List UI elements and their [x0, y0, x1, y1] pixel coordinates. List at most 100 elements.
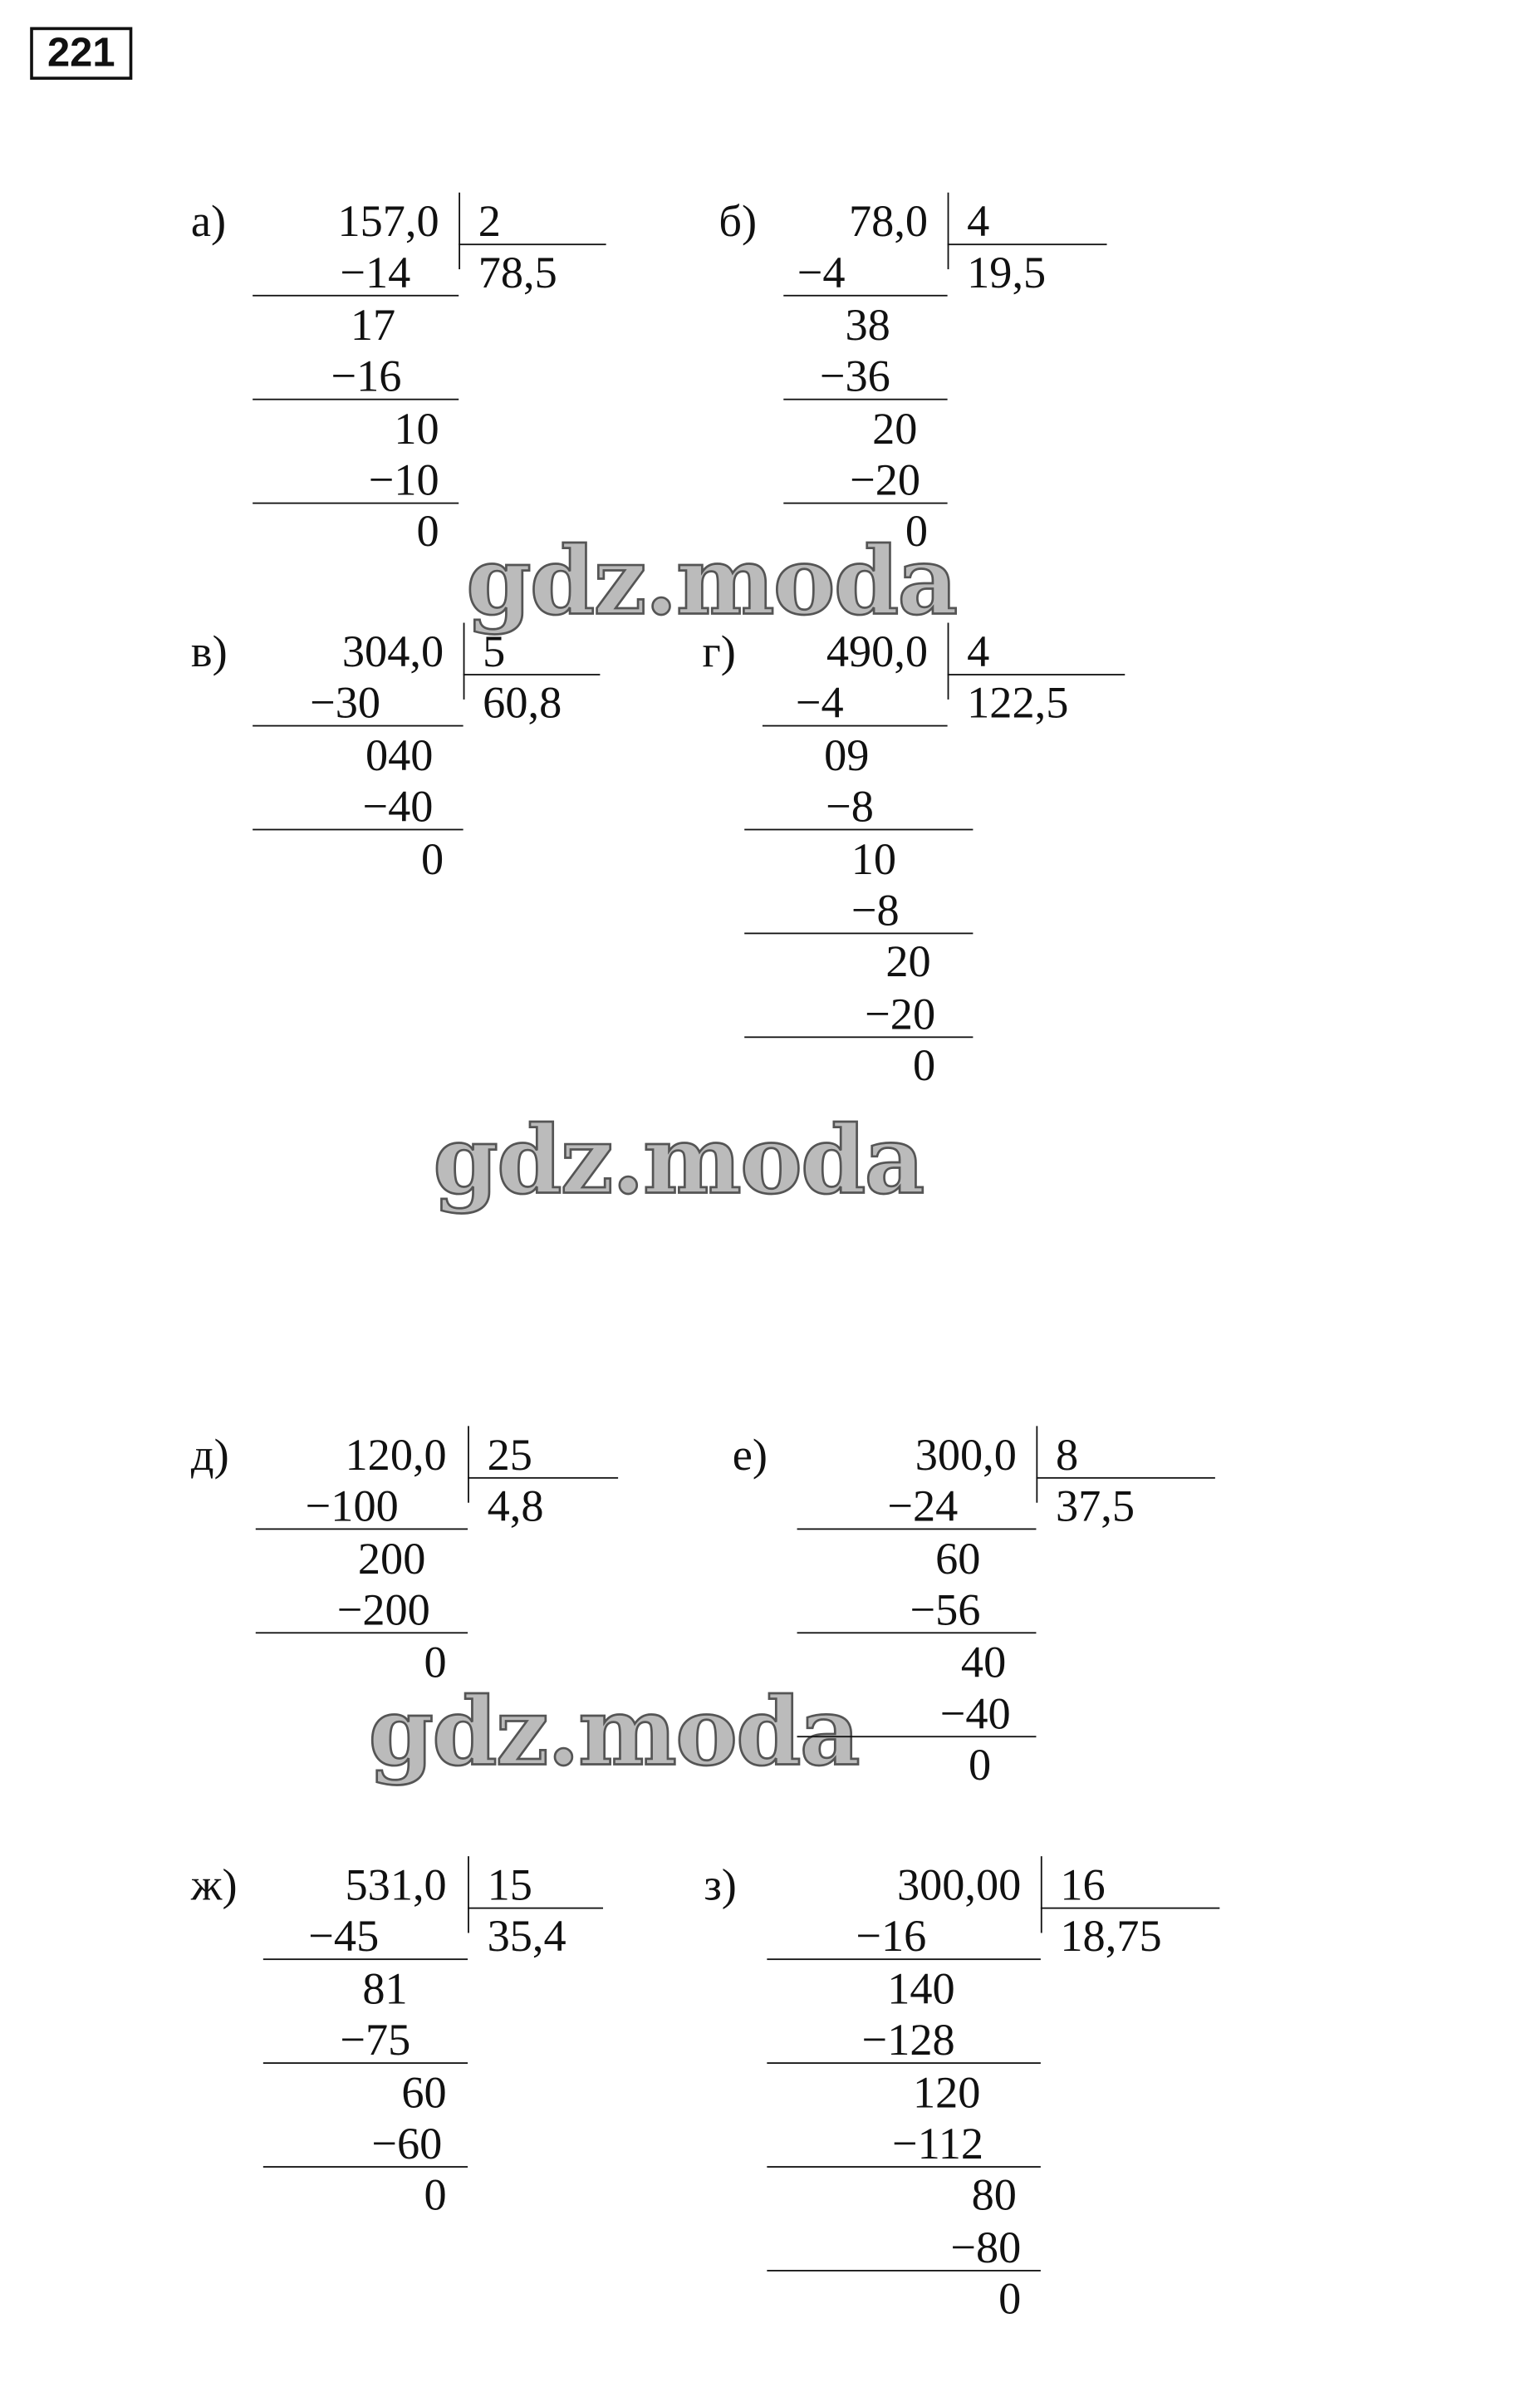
- watermark-logo: gdz.moda: [465, 525, 959, 637]
- step-value: −14: [340, 248, 411, 299]
- step-value: 0: [424, 2171, 447, 2222]
- dividend: 120,0: [345, 1430, 447, 1481]
- divisor-line: [947, 243, 1107, 246]
- division-bar: [459, 192, 461, 269]
- divisor-line: [1040, 1907, 1220, 1909]
- problem-label: з): [704, 1860, 737, 1911]
- step-value: −60: [371, 2119, 443, 2169]
- step-value: −40: [939, 1689, 1011, 1739]
- subtraction-line: [253, 725, 463, 728]
- step-value: 140: [887, 1964, 955, 2014]
- step-value: 0: [420, 834, 444, 884]
- divisor-line: [463, 674, 601, 675]
- step-value: −112: [891, 2119, 984, 2169]
- quotient: 19,5: [967, 248, 1047, 299]
- dividend: 531,0: [345, 1860, 447, 1911]
- subtraction-line: [767, 1958, 1041, 1961]
- step-value: 80: [971, 2171, 1017, 2222]
- step-value: −8: [826, 782, 874, 833]
- step-value: 0: [968, 1741, 992, 1791]
- problem-label: е): [732, 1430, 768, 1481]
- dividend: 304,0: [341, 626, 444, 677]
- step-value: 10: [394, 404, 439, 454]
- subtraction-line: [767, 2269, 1041, 2272]
- quotient: 122,5: [967, 679, 1069, 729]
- step-value: −20: [850, 455, 921, 506]
- problem-label: в): [190, 626, 228, 677]
- watermark-logo: gdz.moda: [432, 1104, 926, 1216]
- quotient: 18,75: [1060, 1912, 1162, 1962]
- divisor: 2: [478, 197, 501, 247]
- step-value: −75: [340, 2016, 411, 2066]
- step-value: 38: [845, 300, 890, 351]
- division-bar: [947, 192, 949, 269]
- step-value: −80: [950, 2222, 1022, 2273]
- subtraction-line: [783, 399, 948, 400]
- division-bar: [1036, 1426, 1038, 1503]
- quotient: 4,8: [487, 1482, 544, 1532]
- step-value: 0: [416, 507, 439, 557]
- step-value: −16: [331, 351, 402, 402]
- step-value: −30: [310, 679, 381, 729]
- step-value: −20: [865, 989, 936, 1039]
- divisor-line: [459, 243, 606, 246]
- step-value: −40: [362, 782, 434, 833]
- step-value: −36: [819, 351, 890, 402]
- division-bar: [468, 1426, 469, 1503]
- subtraction-line: [767, 2166, 1041, 2168]
- step-value: −8: [851, 886, 900, 936]
- step-value: 81: [362, 1964, 408, 2014]
- subtraction-line: [253, 828, 463, 831]
- quotient: 78,5: [478, 248, 557, 299]
- step-value: 17: [350, 300, 396, 351]
- subtraction-line: [262, 1958, 468, 1961]
- subtraction-line: [253, 295, 459, 297]
- subtraction-line: [253, 399, 459, 400]
- step-value: 120: [912, 2067, 981, 2118]
- divisor: 4: [967, 626, 990, 677]
- divisor: 15: [487, 1860, 532, 1911]
- division-bar: [1040, 1856, 1042, 1933]
- subtraction-line: [255, 1529, 468, 1530]
- quotient: 60,8: [483, 679, 562, 729]
- step-value: −4: [795, 679, 844, 729]
- divisor-line: [468, 1907, 604, 1909]
- step-value: −45: [308, 1912, 380, 1962]
- subtraction-line: [783, 295, 948, 297]
- divisor: 8: [1055, 1430, 1079, 1481]
- divisor-line: [947, 674, 1126, 675]
- divisor: 25: [487, 1430, 532, 1481]
- step-value: 200: [357, 1534, 426, 1584]
- dividend: 78,0: [849, 197, 929, 247]
- division-bar: [463, 622, 465, 700]
- step-value: 0: [912, 1041, 936, 1091]
- task-number: 221: [30, 27, 133, 80]
- step-value: 09: [824, 730, 870, 781]
- problem-label: ж): [190, 1860, 238, 1911]
- step-value: −200: [336, 1585, 430, 1636]
- step-value: −128: [861, 2016, 955, 2066]
- step-value: 10: [851, 834, 897, 884]
- watermark-logo: gdz.moda: [367, 1676, 861, 1788]
- quotient: 37,5: [1055, 1482, 1135, 1532]
- subtraction-line: [262, 2166, 468, 2168]
- problem-label: б): [719, 197, 758, 247]
- divisor: 16: [1060, 1860, 1106, 1911]
- step-value: 40: [960, 1637, 1007, 1687]
- subtraction-line: [783, 502, 948, 504]
- division-bar: [468, 1856, 469, 1933]
- step-value: −10: [368, 455, 439, 506]
- problem-label: а): [190, 197, 227, 247]
- subtraction-line: [744, 1036, 974, 1038]
- division-bar: [947, 622, 949, 700]
- step-value: 20: [885, 937, 931, 988]
- subtraction-line: [262, 2062, 468, 2065]
- problem-label: г): [702, 626, 736, 677]
- step-value: −56: [910, 1585, 981, 1636]
- subtraction-line: [767, 2062, 1041, 2065]
- step-value: 60: [935, 1534, 981, 1584]
- subtraction-line: [797, 1736, 1037, 1738]
- subtraction-line: [255, 1632, 468, 1634]
- subtraction-line: [762, 725, 948, 728]
